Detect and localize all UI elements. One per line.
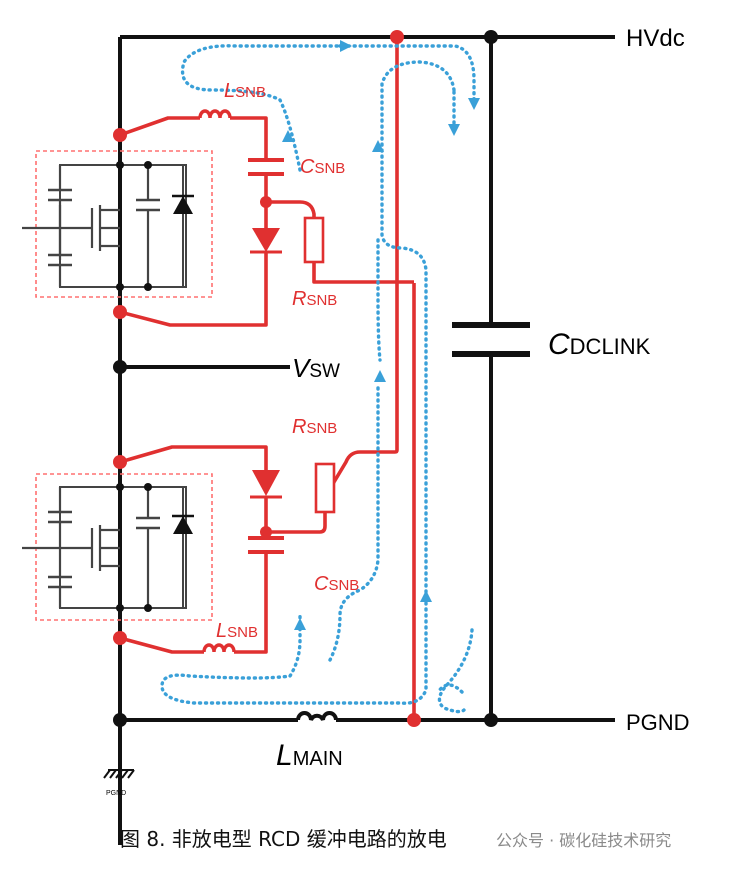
bottom-switch-module	[22, 473, 213, 621]
arrow-down-mid	[448, 124, 460, 136]
top-diode-to-vsw-node	[119, 252, 268, 327]
arrow-right-top	[340, 40, 352, 52]
top-lsnb-label: LSNB	[224, 80, 266, 102]
center-up-path	[376, 238, 382, 362]
top-loop-path	[180, 44, 476, 172]
bottom-rsnb-body	[314, 462, 336, 514]
watermark-text: 公众号 · 碳化硅技术研究	[496, 831, 671, 850]
top-rsnb-upper-lead	[266, 200, 316, 222]
top-rsnb-label: RSNB	[292, 288, 337, 310]
top-lsnb-lead-left	[119, 116, 200, 137]
current-paths	[160, 44, 476, 714]
ground-label: PGND	[106, 790, 126, 797]
arrow-up-right-low	[420, 590, 432, 602]
arrow-up-center-top	[372, 140, 384, 152]
bottom-csnb-label: CSNB	[314, 573, 359, 595]
arrow-up-center-mid	[374, 370, 386, 382]
bottom-right-path	[437, 628, 474, 714]
lmain-label: LMAIN	[276, 739, 343, 772]
snubber-inductors	[198, 109, 236, 653]
pgnd-label: PGND	[626, 710, 690, 735]
top-junction-dots	[116, 161, 152, 291]
arrow-down-right	[468, 98, 480, 110]
current-arrows	[282, 40, 480, 630]
snubber-diodes	[250, 228, 282, 499]
lower-loop-path	[160, 60, 456, 705]
bottom-lsnb-label: LSNB	[216, 620, 258, 642]
bottom-body-diode	[172, 487, 194, 608]
labels: HVdc PGND PGND CDCLINK VSW LMAIN LSNB CS…	[106, 25, 690, 797]
top-module-box	[35, 150, 213, 298]
bottom-lsnb-coil	[202, 643, 236, 653]
bottom-junction-dots	[116, 483, 152, 612]
figure-caption: 图 8. 非放电型 RCD 缓冲电路的放电	[120, 827, 447, 851]
snubber-wires	[119, 37, 416, 720]
bottom-snubber-diode	[252, 470, 280, 496]
cdclink-label: CDCLINK	[548, 328, 651, 361]
bottom-lsnb-lead	[119, 636, 204, 654]
top-body-diode	[172, 165, 194, 287]
bottom-mosfet	[22, 486, 187, 609]
vsw-label: VSW	[292, 353, 340, 383]
arrow-up-csnb-top	[282, 130, 294, 142]
bottom-csnb-to-lsnb	[234, 552, 268, 654]
top-switch-module	[22, 150, 213, 298]
snubber-junction-dots	[113, 30, 421, 727]
bottom-rsnb-label: RSNB	[292, 416, 337, 438]
ground-symbol	[103, 769, 135, 779]
snubber-resistors	[303, 216, 336, 514]
top-mosfet	[22, 164, 187, 288]
power-wires	[118, 35, 615, 845]
bottom-diode-lead	[119, 445, 268, 470]
top-snubber-diode	[252, 228, 280, 252]
main-inductor	[296, 711, 338, 721]
top-rsnb-lower-lead	[312, 260, 414, 284]
middle-path	[328, 386, 380, 662]
top-lsnb-lead-right	[230, 116, 268, 160]
bottom-rsnb-lower-lead	[266, 510, 327, 534]
top-csnb-label: CSNB	[300, 156, 345, 178]
power-junction-dots	[113, 30, 498, 727]
arrow-up-csnb-bottom	[294, 618, 306, 630]
top-lsnb-coil	[198, 109, 232, 119]
top-rsnb-body	[303, 216, 325, 264]
hvdc-label: HVdc	[626, 25, 685, 52]
